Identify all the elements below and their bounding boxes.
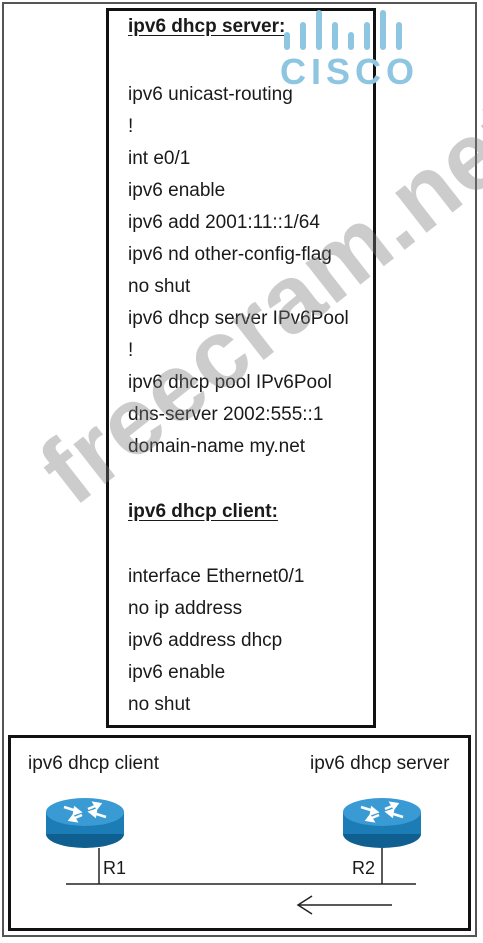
config-line: int e0/1 <box>128 148 191 169</box>
cisco-logo: CISCO <box>280 10 414 88</box>
config-line: ! <box>128 340 134 361</box>
config-line: no ip address <box>128 598 243 619</box>
config-line: ipv6 enable <box>128 662 226 683</box>
config-line: ipv6 enable <box>128 180 226 201</box>
config-line: no shut <box>128 694 191 715</box>
config-line: ! <box>128 116 134 137</box>
config-line: ipv6 add 2001:11::1/64 <box>128 212 320 233</box>
config-line: dns-server 2002:555::1 <box>128 404 324 425</box>
config-line: interface Ethernet0/1 <box>128 566 305 587</box>
config-line: no shut <box>128 276 191 297</box>
server-heading: ipv6 dhcp server: <box>128 16 286 37</box>
client-role-label: ipv6 dhcp client <box>28 753 159 774</box>
network-diagram <box>8 735 471 931</box>
config-line: ipv6 unicast-routing <box>128 84 293 105</box>
router-r2-label: R2 <box>352 858 376 878</box>
router-r1-icon <box>46 798 124 848</box>
config-line: ipv6 dhcp pool IPv6Pool <box>128 372 332 393</box>
server-role-label: ipv6 dhcp server <box>310 753 450 774</box>
config-line: ipv6 dhcp server IPv6Pool <box>128 308 349 329</box>
config-line: ipv6 address dhcp <box>128 630 283 651</box>
outer-frame <box>2 2 477 937</box>
router-r2-icon <box>343 798 421 848</box>
arrow-left-icon <box>296 895 392 915</box>
cisco-bars-icon <box>284 10 402 50</box>
config-line: domain-name my.net <box>128 436 306 457</box>
config-box <box>106 8 376 728</box>
logo-text: CISCO <box>280 51 414 88</box>
client-heading: ipv6 dhcp client: <box>128 501 278 522</box>
router-r1-label: R1 <box>103 858 127 878</box>
config-line: ipv6 nd other-config-flag <box>128 244 332 265</box>
